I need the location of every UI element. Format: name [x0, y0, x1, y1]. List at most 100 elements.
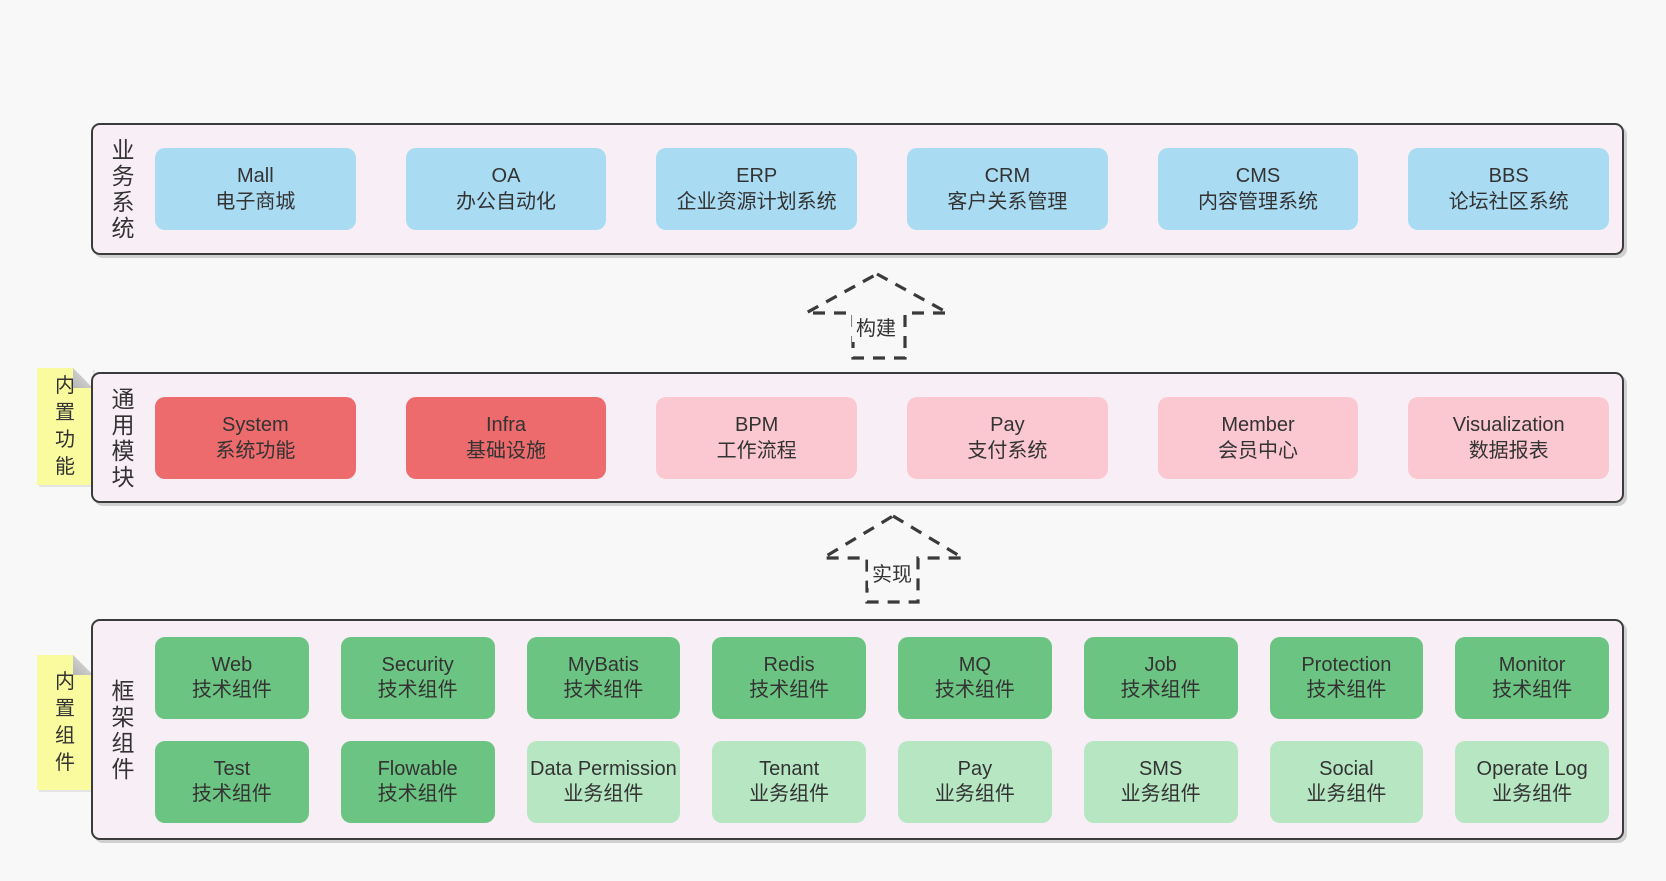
- box-desc: 业务组件: [1306, 782, 1387, 805]
- section-modules-label: 通用模块: [111, 385, 135, 490]
- box-name: Security: [381, 653, 454, 676]
- sticky-note-builtin-components: 内置组件: [37, 655, 93, 790]
- box-name: BBS: [1488, 165, 1529, 187]
- arrow-implement: 实现: [818, 513, 968, 605]
- box-desc: 业务组件: [749, 782, 830, 805]
- box-name: SMS: [1138, 757, 1183, 780]
- box-data-permission: Data Permission 业务组件: [526, 740, 681, 823]
- box-flowable: Flowable 技术组件: [340, 740, 495, 823]
- box-name: CRM: [984, 165, 1031, 187]
- box-desc: 电子商城: [215, 191, 296, 213]
- box-name: Pay: [957, 757, 993, 780]
- box-name: MQ: [958, 653, 991, 676]
- box-name: Pay: [990, 413, 1025, 436]
- box-desc: 技术组件: [749, 678, 830, 701]
- box-desc: 数据报表: [1468, 439, 1549, 462]
- box-operate-log: Operate Log 业务组件: [1455, 740, 1609, 823]
- box-desc: 技术组件: [934, 678, 1015, 701]
- box-monitor: Monitor 技术组件: [1455, 636, 1609, 719]
- box-desc: 技术组件: [191, 678, 272, 701]
- box-name: Visualization: [1452, 413, 1565, 436]
- box-oa: OA 办公自动化: [405, 148, 607, 230]
- folded-corner-icon: [73, 368, 93, 388]
- folded-corner-icon: [73, 655, 93, 675]
- box-mall: Mall 电子商城: [155, 148, 356, 230]
- box-redis: Redis 技术组件: [712, 636, 866, 719]
- box-test: Test 技术组件: [155, 740, 309, 823]
- section-framework-components: 框架组件 Web 技术组件 Security 技术组件 MyBatis 技术组件…: [91, 619, 1624, 840]
- box-name: Job: [1144, 653, 1177, 676]
- box-name: Infra: [485, 413, 527, 436]
- box-name: Flowable: [377, 757, 458, 780]
- framework-row-1: Web 技术组件 Security 技术组件 MyBatis 技术组件 Redi…: [155, 636, 1609, 719]
- section-framework-label: 框架组件: [111, 677, 135, 782]
- box-desc: 业务组件: [934, 782, 1015, 805]
- box-name: BPM: [735, 413, 779, 436]
- box-name: Member: [1221, 413, 1295, 436]
- box-desc: 工作流程: [716, 439, 797, 462]
- box-name: Redis: [763, 653, 815, 676]
- box-system: System 系统功能: [155, 396, 356, 479]
- box-name: OA: [491, 165, 521, 187]
- box-desc: 技术组件: [1120, 678, 1201, 701]
- box-desc: 技术组件: [1492, 678, 1573, 701]
- box-member: Member 会员中心: [1157, 396, 1359, 479]
- arrow-build-label: 构建: [852, 311, 901, 342]
- arrow-implement-label: 实现: [868, 557, 917, 588]
- sticky-note-builtin-features: 内置功能: [37, 368, 93, 485]
- section-business-systems: 业务系统 Mall 电子商城 OA 办公自动化 ERP 企业资源计划系统 CRM…: [91, 123, 1624, 255]
- arrow-build: 构建: [802, 271, 952, 361]
- box-desc: 技术组件: [377, 782, 458, 805]
- section-business-label: 业务系统: [111, 137, 135, 241]
- box-name: Operate Log: [1476, 757, 1588, 780]
- box-desc: 技术组件: [563, 678, 644, 701]
- box-desc: 企业资源计划系统: [676, 191, 837, 213]
- box-bbs: BBS 论坛社区系统: [1408, 148, 1610, 230]
- box-name: CMS: [1235, 165, 1281, 187]
- box-name: Data Permission: [530, 757, 677, 780]
- box-erp: ERP 企业资源计划系统: [656, 148, 858, 230]
- box-name: Monitor: [1498, 653, 1566, 676]
- framework-boxes: Web 技术组件 Security 技术组件 MyBatis 技术组件 Redi…: [139, 621, 1622, 838]
- box-desc: 技术组件: [1306, 678, 1387, 701]
- box-web: Web 技术组件: [155, 636, 309, 719]
- box-mq: MQ 技术组件: [898, 636, 1052, 719]
- box-bpm: BPM 工作流程: [656, 396, 858, 479]
- box-name: Web: [211, 653, 253, 676]
- box-name: Social: [1319, 757, 1374, 780]
- box-desc: 基础设施: [466, 439, 546, 462]
- box-name: System: [221, 413, 289, 436]
- dashed-up-arrow-icon: [805, 272, 949, 360]
- box-name: Test: [213, 757, 251, 780]
- box-desc: 业务组件: [1120, 782, 1201, 805]
- module-boxes: System 系统功能 Infra 基础设施 BPM 工作流程 Pay 支付系统…: [139, 374, 1622, 501]
- box-desc: 技术组件: [377, 678, 458, 701]
- box-job: Job 技术组件: [1083, 636, 1238, 719]
- box-name: Mall: [237, 165, 274, 187]
- section-common-modules: 通用模块 System 系统功能 Infra 基础设施 BPM 工作流程 Pay…: [91, 372, 1624, 503]
- box-social: Social 业务组件: [1269, 740, 1424, 823]
- box-desc: 办公自动化: [456, 191, 556, 213]
- box-sms: SMS 业务组件: [1083, 740, 1238, 823]
- box-name: ERP: [736, 165, 778, 187]
- box-crm: CRM 客户关系管理: [907, 148, 1108, 230]
- dashed-up-arrow-icon: [818, 514, 968, 604]
- box-pay-component: Pay 业务组件: [898, 740, 1052, 823]
- framework-row-2: Test 技术组件 Flowable 技术组件 Data Permission …: [155, 740, 1609, 823]
- box-desc: 客户关系管理: [947, 191, 1068, 213]
- box-name: Tenant: [759, 757, 820, 780]
- box-desc: 论坛社区系统: [1448, 191, 1569, 213]
- box-cms: CMS 内容管理系统: [1157, 148, 1359, 230]
- box-desc: 技术组件: [191, 782, 272, 805]
- box-desc: 系统功能: [215, 439, 296, 462]
- box-desc: 业务组件: [563, 782, 644, 805]
- box-name: Protection: [1301, 653, 1392, 676]
- business-boxes: Mall 电子商城 OA 办公自动化 ERP 企业资源计划系统 CRM 客户关系…: [139, 125, 1622, 253]
- box-visualization: Visualization 数据报表: [1408, 396, 1610, 479]
- box-mybatis: MyBatis 技术组件: [526, 636, 681, 719]
- box-name: MyBatis: [567, 653, 639, 676]
- box-desc: 支付系统: [967, 439, 1048, 462]
- box-tenant: Tenant 业务组件: [712, 740, 866, 823]
- box-security: Security 技术组件: [340, 636, 495, 719]
